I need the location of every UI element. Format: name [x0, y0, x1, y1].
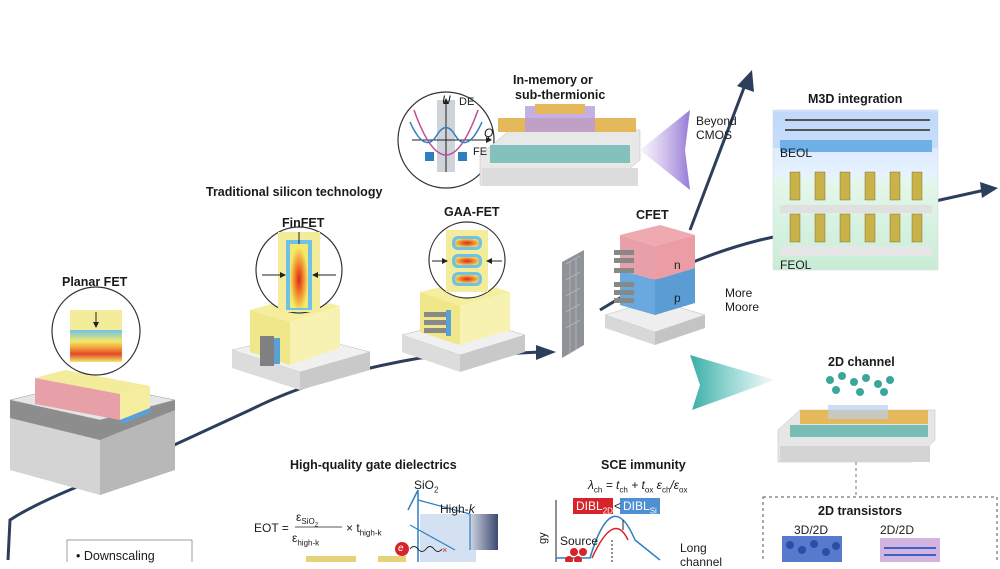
feol-label: FEOL — [780, 258, 812, 272]
t-highk-factor: × thigh-k — [346, 521, 382, 538]
sio2-label: SiO2 — [414, 478, 439, 495]
in-memory-label-1: In-memory or — [513, 73, 593, 87]
finfet-heatmap — [262, 232, 336, 312]
wafer-slab — [562, 250, 584, 358]
dibl-lt-symbol: < — [614, 499, 622, 513]
transistor-3d2d-label: 3D/2D — [794, 523, 829, 537]
in-memory-label-2: sub-thermionic — [515, 88, 606, 102]
in-memory-device — [479, 104, 641, 186]
planar-fet-label: Planar FET — [62, 275, 128, 289]
eps-sio2-numerator: εSiO2 — [296, 510, 319, 529]
transistor-3d2d-graphic — [782, 536, 842, 562]
transistors-2d-title: 2D transistors — [818, 504, 903, 518]
energy-axis-label: gy — [537, 532, 549, 544]
m3d-stack — [772, 109, 939, 271]
purple-rays — [640, 110, 690, 190]
fe-de-label: DE — [459, 96, 475, 108]
downscaling-box — [66, 539, 193, 562]
beol-label: BEOL — [780, 146, 813, 160]
transistor-2d2d-label: 2D/2D — [880, 523, 915, 537]
m3d-title: M3D integration — [808, 92, 903, 106]
gaafet-heatmap — [432, 230, 502, 292]
transistor-2d2d-graphic — [880, 538, 940, 562]
more-moore-label-2: Moore — [725, 300, 760, 314]
dibl-2d-label: DIBL2D — [576, 499, 613, 516]
source-label: Source — [560, 534, 599, 548]
long-channel-label-1: Long — [680, 541, 707, 555]
channel-2d-molecule — [826, 372, 894, 396]
cfet-n-label: n — [674, 258, 681, 272]
cfet-p-label: p — [674, 291, 681, 305]
long-channel-label-2: channel — [680, 555, 723, 569]
teal-rays — [690, 355, 775, 410]
cfet-device — [604, 225, 706, 345]
planar-heatmap — [70, 310, 122, 362]
channel-2d-device — [777, 405, 936, 495]
beyond-label-1: Beyond — [696, 114, 737, 128]
lambda-equation: λch = tch + tox εch/εox — [588, 478, 688, 495]
highk-label: High-k — [440, 502, 475, 516]
sce-band-diagram — [555, 498, 661, 562]
beyond-label-2: CMOS — [696, 128, 732, 142]
finfet-label: FinFET — [282, 216, 325, 230]
more-moore-label-1: More — [725, 286, 753, 300]
traditional-silicon-title: Traditional silicon technology — [206, 185, 383, 199]
eps-highk-denominator: εhigh-k — [292, 531, 320, 548]
electron-label: e — [398, 543, 404, 554]
fe-q-label: Q — [484, 126, 494, 140]
transistors-2d-box — [762, 496, 998, 562]
fe-fe-label: FE — [473, 146, 488, 158]
dielectric-band-diagram: × — [295, 489, 498, 562]
dielectrics-title: High-quality gate dielectrics — [290, 458, 457, 472]
planar-fet-device — [9, 370, 176, 495]
channel-2d-title: 2D channel — [828, 355, 895, 369]
fe-energy-plot — [409, 98, 492, 172]
sce-title: SCE immunity — [601, 458, 686, 472]
fe-u-label: U — [442, 93, 451, 107]
gaafet-label: GAA-FET — [444, 205, 500, 219]
cfet-label: CFET — [636, 208, 669, 222]
dibl-si-label: DIBLSi — [623, 499, 657, 516]
downscaling-item: • Downscaling — [76, 549, 155, 563]
svg-text:×: × — [442, 545, 447, 555]
eot-label: EOT = — [254, 521, 289, 535]
gaafet-device — [401, 280, 526, 372]
